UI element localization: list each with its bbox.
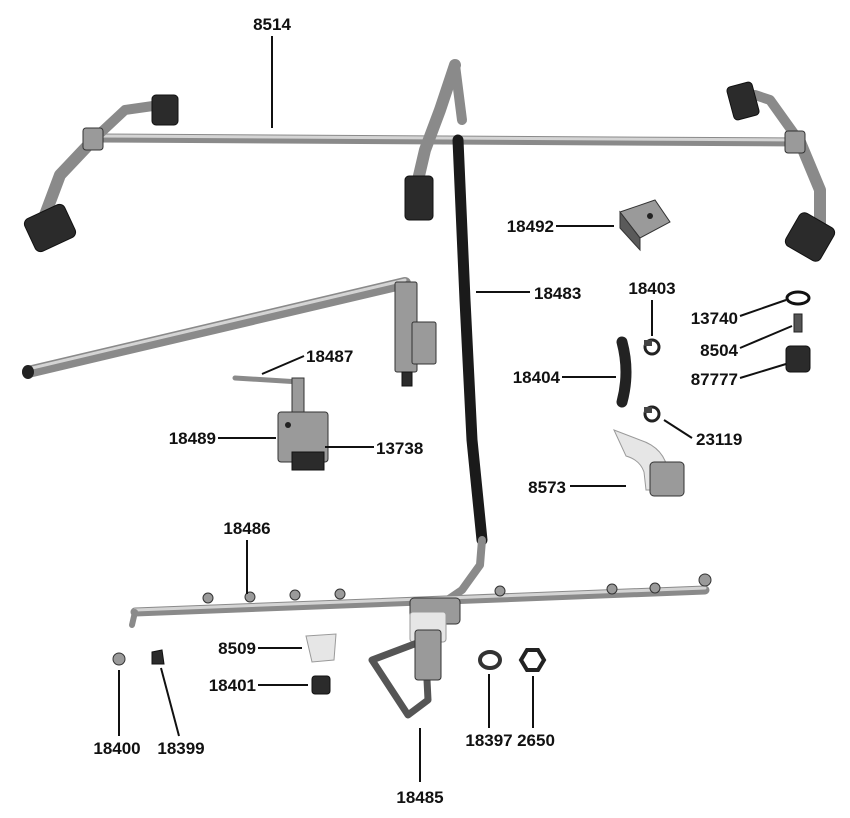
label-18401: 18401: [209, 676, 256, 695]
part-87777-cap: [785, 345, 811, 373]
label-87777: 87777: [691, 370, 738, 389]
label-18492: 18492: [507, 217, 554, 236]
leader-18399: [160, 667, 180, 737]
part-18399-nozzle: [151, 649, 165, 665]
label-23119: 23119: [696, 430, 742, 449]
label-18487: 18487: [306, 347, 353, 366]
label-18486: 18486: [223, 519, 270, 538]
part-18404-short-hose: [616, 336, 632, 408]
part-8509-plug: [305, 633, 337, 663]
part-18403-clamp: [643, 338, 661, 356]
label-8509: 8509: [218, 639, 256, 658]
label-18485: 18485: [396, 788, 443, 807]
label-8573: 8573: [528, 478, 566, 497]
part-8573-elbow: [613, 429, 685, 497]
leader-18487: [261, 355, 305, 375]
part-control-rod: [22, 277, 437, 387]
label-18400: 18400: [93, 739, 140, 758]
part-13740-o-ring: [785, 290, 811, 306]
part-18483-supply-hose: [436, 134, 488, 609]
label-18404: 18404: [513, 368, 561, 387]
part-labels: 8514 18492 18483 18403 13740 8504 87777 …: [93, 15, 742, 807]
label-18397: 18397: [465, 731, 512, 750]
label-2650: 2650: [517, 731, 555, 750]
label-18483: 18483: [534, 284, 581, 303]
part-8514-upper-spray-bar: [23, 59, 836, 262]
part-18401-nut: [311, 675, 331, 695]
leader-87777: [739, 363, 787, 379]
label-13738: 13738: [376, 439, 423, 458]
part-23119-clamp: [643, 405, 661, 423]
part-8504-fitting: [793, 313, 803, 333]
leader-lines: [118, 36, 793, 782]
label-18399: 18399: [157, 739, 204, 758]
label-8504: 8504: [700, 341, 738, 360]
part-2650-hex-nut: [518, 648, 547, 672]
part-18397-washer: [478, 650, 502, 670]
leader-13740: [739, 299, 787, 317]
leader-23119: [663, 419, 693, 439]
label-18489: 18489: [169, 429, 216, 448]
leader-8504: [739, 325, 793, 349]
label-18403: 18403: [628, 279, 675, 298]
label-13740: 13740: [691, 309, 738, 328]
part-18485-lower-hub: [368, 597, 461, 719]
part-18400-nozzle: [112, 652, 126, 666]
part-18492-bracket: [619, 199, 671, 252]
part-valve-assembly: [232, 375, 329, 471]
label-8514: 8514: [253, 15, 291, 34]
